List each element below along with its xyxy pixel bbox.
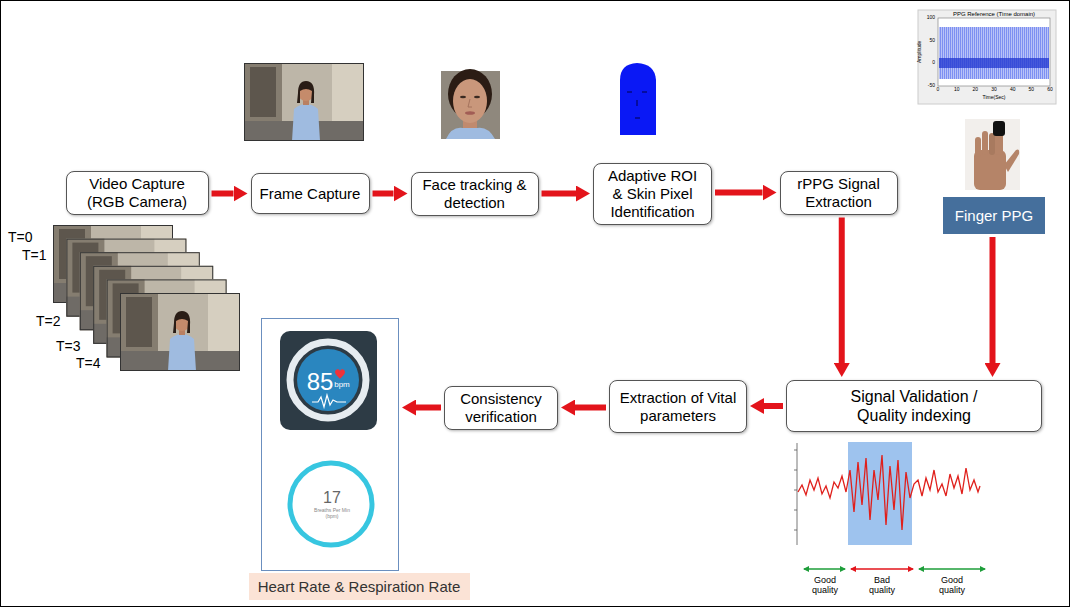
tick-label: 50 [1024,87,1038,93]
quality-label: Bad quality [864,575,900,596]
frame-index-label: T=3 [56,338,90,354]
quality-signal-chart [794,442,985,569]
ppg-reference-chart [918,10,1056,104]
process-box: Signal Validation / Quality indexing [786,380,1042,432]
axis-label: Amplitude [917,32,923,72]
box-label: Consistency verification [453,390,549,426]
frame-index-label: T=0 [8,229,42,245]
box-label: Heart Rate & Respiration Rate [258,578,461,596]
tick-label: 0 [931,87,945,93]
tick-label: 60 [1043,87,1057,93]
quality-label: Good quality [934,575,970,596]
phone-icons [280,331,377,545]
frame-photo [244,63,364,141]
box-label: Finger PPG [955,207,1033,225]
unit-label: Breaths Per Min (bpm) [310,508,354,519]
flow-arrow [373,191,394,197]
frame-index-label: T=1 [22,247,56,263]
box-label: Adaptive ROI & Skin Pixel Identification [603,167,703,221]
phone-display-panel: 85bpm 17Breaths Per Min (bpm) [261,318,399,571]
chart-title: PPG Reference (Time domain) [938,11,1050,18]
box-label: rPPG Signal Extraction [789,175,889,211]
tick-label: 30 [987,87,1001,93]
flow-arrow [764,403,783,409]
caption-band: Heart Rate & Respiration Rate [249,573,470,600]
process-box: Extraction of Vital parameters [609,380,747,433]
frame-index-label: T=2 [36,313,70,329]
box-label: Signal Validation / Quality indexing [824,387,1004,425]
process-box: rPPG Signal Extraction [780,171,898,215]
process-box: Face tracking & detection [411,172,539,216]
tick-label: 10 [950,87,964,93]
sensor-box: Finger PPG [943,197,1045,234]
skin-mask [620,63,656,135]
tick-label: 0 [920,60,935,66]
process-box: Consistency verification [444,386,558,430]
axis-label: Time(Sec) [974,95,1014,101]
face-photo [441,69,500,139]
flow-arrow [212,191,234,197]
box-label: Video Capture (RGB Camera) [75,175,200,211]
box-label: Extraction of Vital parameters [618,389,738,425]
respiration-value: 17 [317,489,347,507]
flow-arrow [416,405,441,411]
tick-label: -50 [920,83,935,89]
quality-label: Good quality [807,575,843,596]
tick-label: 50 [920,38,935,44]
box-label: Frame Capture [260,185,361,203]
flow-arrow [839,218,845,364]
unit-label: bpm [332,381,352,390]
box-label: Face tracking & detection [420,176,530,212]
process-box: Adaptive ROI & Skin Pixel Identification [593,163,712,225]
flow-arrow [990,237,996,363]
flow-arrow [575,405,606,411]
flow-arrow [542,191,577,197]
tick-label: 20 [968,87,982,93]
frame-stack [53,225,240,371]
tick-label: 40 [1006,87,1020,93]
tick-label: 100 [920,15,935,21]
flow-arrow [715,190,763,196]
heart-rate-value: 85 [303,369,337,395]
process-box: Frame Capture [251,173,370,214]
frame-index-label: T=4 [76,355,110,371]
process-box: Video Capture (RGB Camera) [66,171,209,215]
finger-photo [965,119,1020,190]
